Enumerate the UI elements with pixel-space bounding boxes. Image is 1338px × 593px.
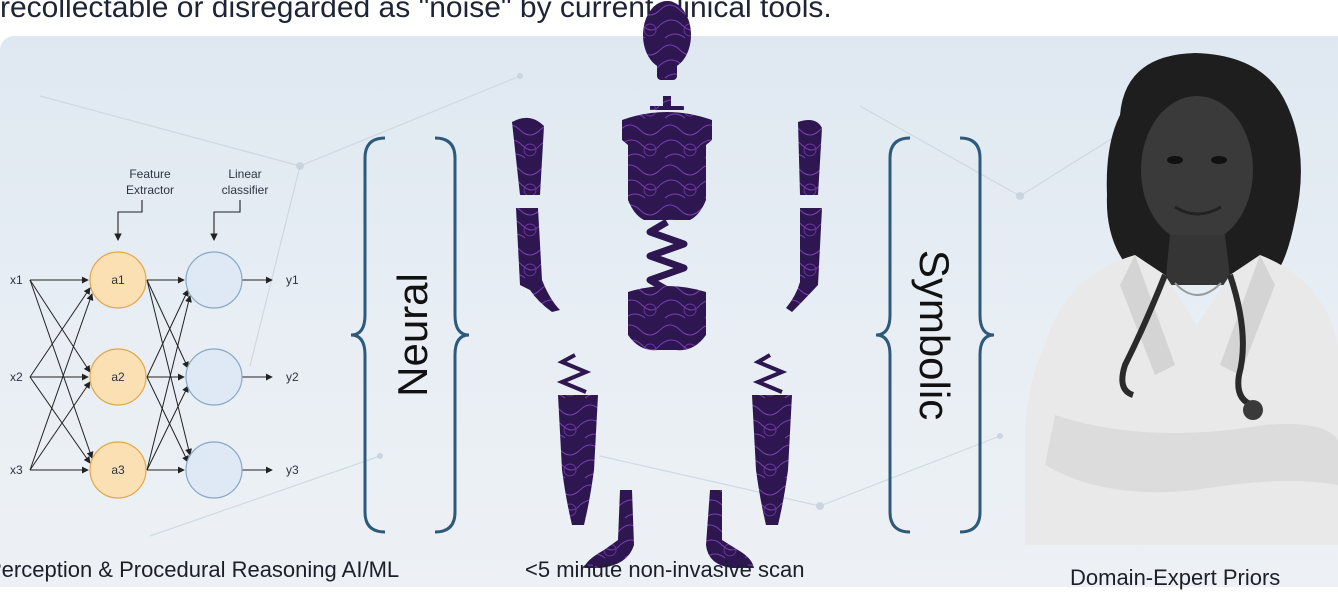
feature-extractor-label: Feature [129,167,171,181]
domain-expert-priors-label: Domain-Expert Priors [1070,563,1280,593]
linear-classifier-label: Linear [228,167,261,181]
scan-label: <5 minute non-invasive scan [525,555,804,585]
body-left-upper-arm [512,118,544,195]
neural-brace-group: Neural [345,130,475,540]
neural-network-diagram: Feature Extractor Linear classifier [0,150,320,500]
neural-left-brace [351,138,385,532]
hidden-label-a3: a3 [111,463,125,477]
input-label-x1: x1 [10,273,23,287]
output-node-2 [186,349,242,405]
body-right-forearm [786,208,822,312]
body-right-spring [758,355,782,392]
symbolic-brace-group: Symbolic [870,130,1000,540]
symbolic-right-brace [960,138,994,532]
output-node-3 [186,442,242,498]
output-label-y1: y1 [286,273,299,287]
body-left-forearm [516,208,560,312]
input-label-x2: x2 [10,370,23,384]
doctor-face [1141,96,1253,244]
hidden-label-a2: a2 [111,370,125,384]
symbolic-label: Symbolic [911,250,958,420]
body-head [643,1,691,69]
body-scan-figure [500,0,830,580]
body-left-spring [562,355,586,392]
body-spring [650,222,684,290]
hidden-label-a1: a1 [111,273,125,287]
output-label-y3: y3 [286,463,299,477]
body-pelvis [628,286,706,350]
body-right-upper-arm [798,120,822,195]
body-left-shin [558,395,598,525]
feature-extractor-label-2: Extractor [126,183,174,197]
symbolic-left-brace [876,138,910,532]
output-node-1 [186,252,242,308]
doctor-portrait [1025,45,1338,545]
perception-label: Perception & Procedural Reasoning AI/ML [0,555,399,585]
linear-classifier-label-2: classifier [222,183,269,197]
body-right-shin [752,395,792,525]
input-label-x3: x3 [10,463,23,477]
neural-label: Neural [389,273,436,397]
neural-right-brace [435,138,469,532]
output-label-y2: y2 [286,370,299,384]
doctor-lab-coat [1025,255,1338,545]
body-torso [622,112,712,220]
